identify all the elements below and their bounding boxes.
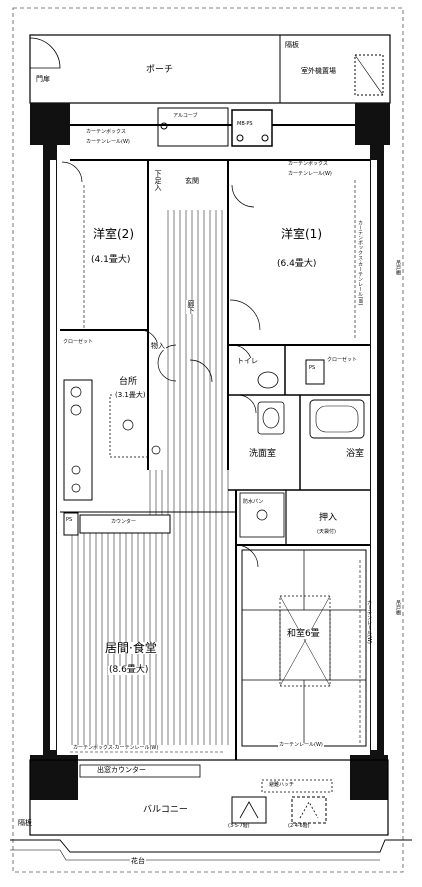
hanging-rail-japanese: 吊戸棚 (395, 600, 401, 615)
bedroom-1-name: 洋室(1) (280, 227, 323, 241)
outdoor-unit-label: 室外機置場 (300, 67, 337, 75)
storage-label: 物入 (150, 342, 166, 350)
wall-left (30, 103, 70, 145)
japanese-room-name: 和室6畳 (286, 629, 321, 639)
corridor-flooring (167, 210, 223, 470)
bathtub (309, 399, 365, 439)
curtain-rail-top-right: カーテンレール(W) (288, 171, 332, 177)
outdoor-unit-box (354, 54, 384, 96)
living-flooring (71, 470, 229, 745)
balcony-label: バルコニー (142, 805, 189, 815)
evacuation-hatch-label: 避難ハッチ (268, 782, 296, 788)
wall-bottom-left (30, 755, 78, 800)
ps-right-label: PS (308, 365, 317, 371)
curtain-rail-bottom-right: カーテンレール(W) (278, 742, 324, 748)
entrance-label: 玄関 (184, 177, 200, 185)
curtain-rail-japanese: カーテンレール(W) (366, 600, 372, 644)
porch-label: ポーチ (145, 65, 175, 75)
partition-bottom-label: 隔板 (18, 819, 32, 827)
flower-bed-label: 花台 (130, 857, 146, 865)
corridor-label: 廊下 (186, 300, 195, 314)
oshiire-name: 押入 (318, 513, 339, 523)
mb-ps-label: MB·PS (236, 121, 254, 127)
partition-top-label: 隔板 (284, 41, 300, 49)
closet-left-label: クローゼット (62, 339, 95, 345)
sash-counter-label: 出窓カウンター (96, 766, 147, 774)
living-name: 居間·食堂 (104, 641, 158, 655)
curtain-rail-right-vertical: カーテンボックス·カーテンレール(W) (357, 220, 363, 306)
oshiire-sub: (天袋付) (316, 529, 337, 535)
kitchen-size: (3.1畳大) (114, 391, 147, 399)
curtain-box-top-left: カーテンボックス (86, 129, 126, 135)
shoe-storage-label: 下足入 (153, 170, 162, 191)
living-size: (8.6畳大) (108, 665, 150, 675)
wall-bottom-right (350, 755, 388, 800)
toilet-label: トイレ (236, 357, 259, 365)
door-swings (61, 161, 261, 568)
waterproof-pan-label: 防水パン (242, 499, 265, 505)
hanging-rail-right: 吊戸棚 (395, 260, 401, 275)
washroom-label: 洗面室 (248, 449, 278, 459)
ps-left-label: PS (65, 517, 74, 523)
floors-1-label: (3·5·7階) (228, 823, 250, 829)
wall-right (355, 103, 390, 145)
curtain-box-top-right: カーテンボックス (288, 161, 328, 167)
bathroom-label: 浴室 (345, 449, 366, 459)
bedroom-2-name: 洋室(2) (92, 227, 135, 241)
curtain-rail-top-left: カーテンレール(W) (86, 139, 130, 145)
bedroom-2-size: (4.1畳大) (90, 255, 132, 265)
curtain-rail-bottom-left: カーテンボックス·カーテンレール(W) (72, 745, 160, 751)
floors-2-label: (2·4·6階) (288, 823, 310, 829)
gate-label: 門扉 (36, 75, 50, 83)
kitchen-name: 台所 (118, 377, 139, 387)
balcony-area (29, 759, 389, 836)
porch-area (29, 34, 391, 104)
kitchen-counter (63, 379, 93, 501)
outer-boundary (12, 7, 404, 873)
closet-right-label: クローゼット (326, 357, 359, 363)
bedroom-1-size: (6.4畳大) (276, 259, 318, 269)
alcove-label: アルコーブ (172, 113, 199, 119)
counter-label: カウンター (110, 519, 138, 525)
